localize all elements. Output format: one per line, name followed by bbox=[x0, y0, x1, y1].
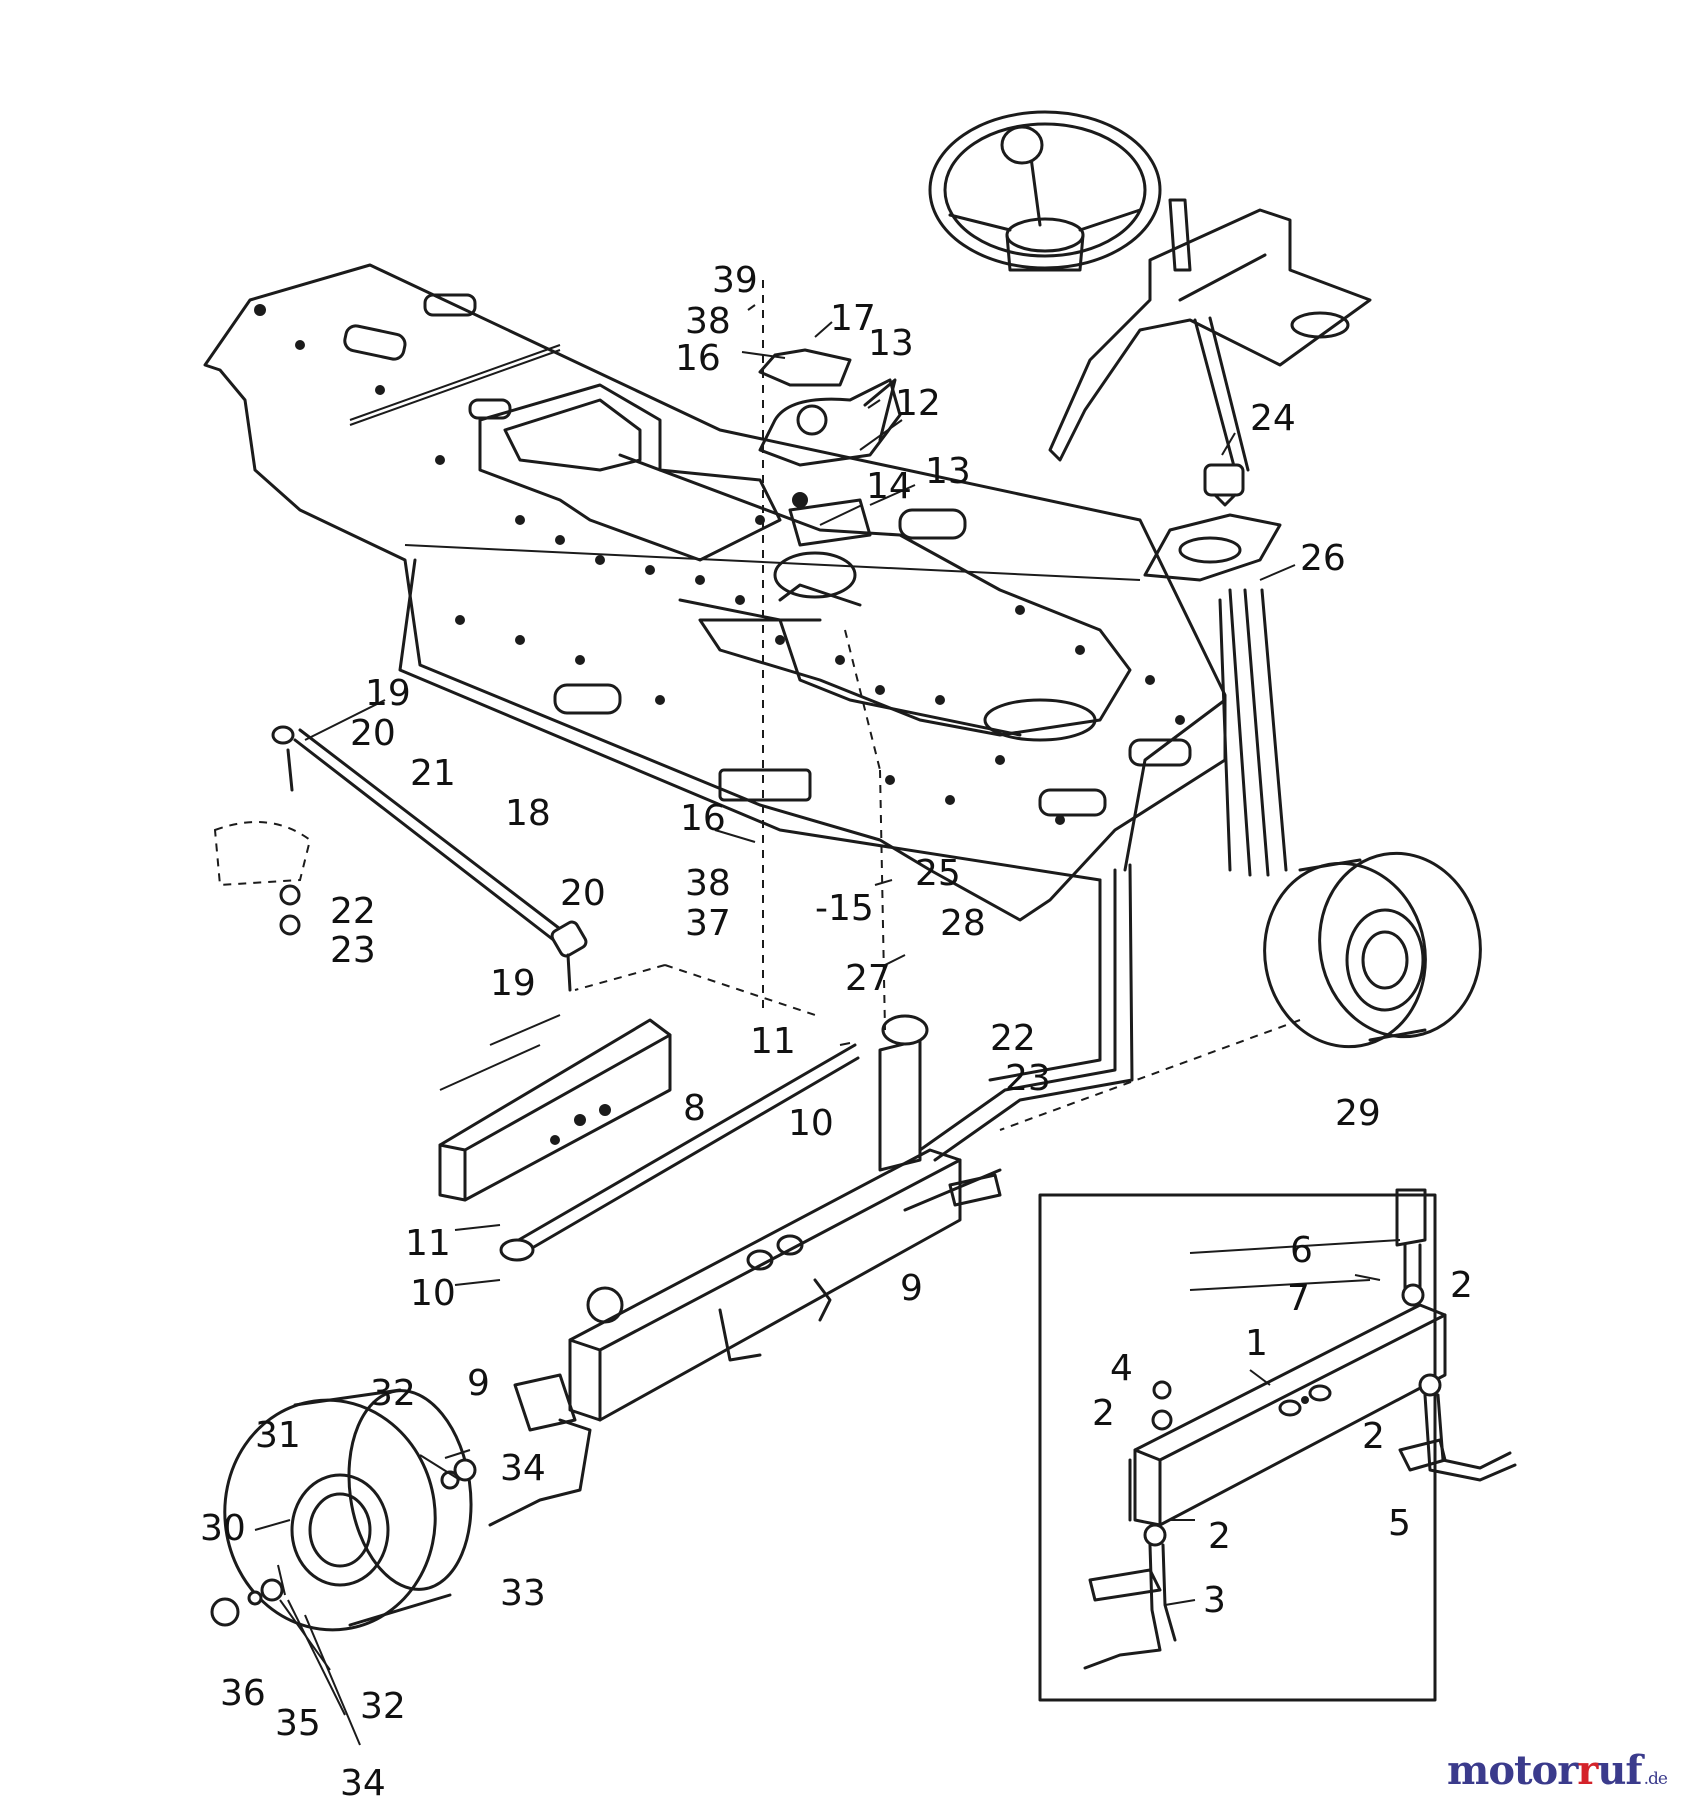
inset-axle-detail bbox=[1038, 1188, 1517, 1702]
callout-6: 6 bbox=[1290, 1230, 1313, 1271]
callout-14: 14 bbox=[866, 466, 912, 507]
callout-5: 5 bbox=[1388, 1503, 1411, 1544]
callout-29: 29 bbox=[1335, 1093, 1381, 1134]
callout-22: 22 bbox=[330, 891, 376, 932]
callout-31: 31 bbox=[255, 1415, 301, 1456]
callout-32: 32 bbox=[370, 1373, 416, 1414]
callout-35: 35 bbox=[275, 1703, 321, 1744]
callout-13: 13 bbox=[925, 451, 971, 492]
callout-17: 17 bbox=[830, 298, 876, 339]
callouts: 39 17 38 13 16 12 24 13 14 26 19 20 21 1… bbox=[200, 260, 1473, 1800]
callout-3: 3 bbox=[1203, 1580, 1226, 1621]
callout-34: 34 bbox=[500, 1448, 546, 1489]
callout-19: 19 bbox=[490, 963, 536, 1004]
callout-12: 12 bbox=[895, 383, 941, 424]
callout-2: 2 bbox=[1450, 1265, 1473, 1306]
wheel-33 bbox=[210, 1388, 477, 1632]
chassis-frame bbox=[203, 263, 1227, 922]
callout-38: 38 bbox=[685, 863, 731, 904]
watermark-r: r bbox=[1577, 1747, 1598, 1794]
callout-34: 34 bbox=[340, 1763, 386, 1800]
callout-19: 19 bbox=[365, 673, 411, 714]
steering-wheel bbox=[928, 110, 1162, 272]
front-axle bbox=[438, 863, 1134, 1527]
assembly-guidelines bbox=[574, 280, 1301, 1131]
callout-28: 28 bbox=[940, 903, 986, 944]
steering-sector-26 bbox=[1143, 513, 1288, 877]
callout-15: -15 bbox=[815, 888, 874, 929]
callout-25: 25 bbox=[915, 853, 961, 894]
callout-20: 20 bbox=[560, 873, 606, 914]
callout-32: 32 bbox=[360, 1686, 406, 1727]
watermark-text-a: motor bbox=[1447, 1747, 1578, 1794]
wheel-29 bbox=[1263, 851, 1482, 1049]
callout-11: 11 bbox=[405, 1223, 451, 1264]
callout-2: 2 bbox=[1362, 1416, 1385, 1457]
callout-10: 10 bbox=[788, 1103, 834, 1144]
callout-21: 21 bbox=[410, 753, 456, 794]
callout-2: 2 bbox=[1092, 1393, 1115, 1434]
drag-link-18 bbox=[213, 725, 588, 992]
callout-20: 20 bbox=[350, 713, 396, 754]
callout-13: 13 bbox=[868, 323, 914, 364]
callout-16: 16 bbox=[680, 798, 726, 839]
callout-27: 27 bbox=[845, 958, 891, 999]
callout-16: 16 bbox=[675, 338, 721, 379]
callout-8: 8 bbox=[683, 1088, 706, 1129]
callout-36: 36 bbox=[220, 1673, 266, 1714]
watermark-suffix: .de bbox=[1643, 1769, 1668, 1789]
callout-9: 9 bbox=[467, 1363, 490, 1404]
callout-22: 22 bbox=[990, 1018, 1036, 1059]
callout-7: 7 bbox=[1287, 1278, 1310, 1319]
steering-column-bracket bbox=[1048, 198, 1372, 507]
callout-38: 38 bbox=[685, 301, 731, 342]
callout-26: 26 bbox=[1300, 538, 1346, 579]
callout-33: 33 bbox=[500, 1573, 546, 1614]
callout-37: 37 bbox=[685, 903, 731, 944]
callout-11: 11 bbox=[750, 1021, 796, 1062]
callout-39: 39 bbox=[712, 260, 758, 301]
motoruf-watermark: motorruf.de bbox=[1447, 1747, 1668, 1794]
leader-lines bbox=[254, 304, 1401, 1746]
callout-10: 10 bbox=[410, 1273, 456, 1314]
sector-gear-assembly bbox=[758, 348, 902, 607]
callout-2: 2 bbox=[1208, 1516, 1231, 1557]
callout-9: 9 bbox=[900, 1268, 923, 1309]
callout-18: 18 bbox=[505, 793, 551, 834]
watermark-text-b: uf bbox=[1597, 1747, 1642, 1794]
callout-23: 23 bbox=[1005, 1058, 1051, 1099]
callout-23: 23 bbox=[330, 930, 376, 971]
callout-30: 30 bbox=[200, 1508, 246, 1549]
callout-24: 24 bbox=[1250, 398, 1296, 439]
callout-4: 4 bbox=[1110, 1348, 1133, 1389]
callout-1: 1 bbox=[1245, 1323, 1268, 1364]
